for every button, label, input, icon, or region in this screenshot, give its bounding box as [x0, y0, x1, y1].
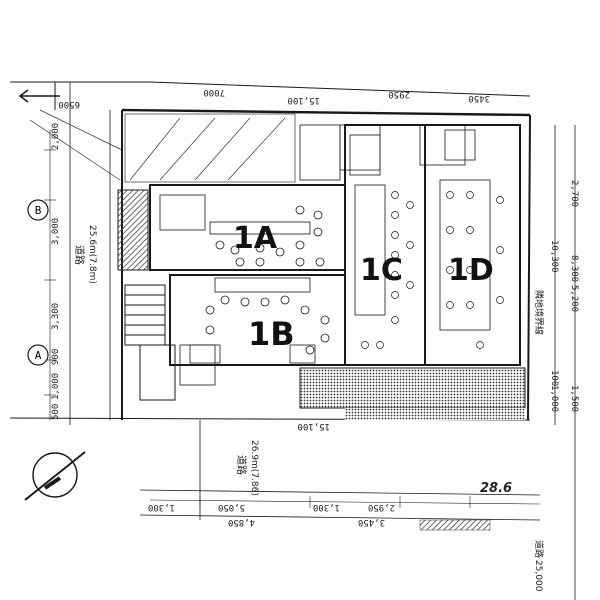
svg-text:B: B — [35, 204, 42, 217]
arrow-icon — [18, 82, 60, 110]
svg-text:7000: 7000 — [203, 87, 225, 97]
road-label-east: 隣地境界線 — [533, 290, 545, 335]
road-label-southeast: 道路 25,000 — [533, 540, 545, 592]
svg-text:2,000: 2,000 — [51, 123, 61, 150]
left-dimensions: 2,000 3,000 3,300 900 1,000 500 — [51, 123, 61, 420]
unit-label-1c: 1C — [360, 253, 403, 288]
svg-text:3,000: 3,000 — [51, 218, 61, 245]
svg-text:5,050: 5,050 — [218, 502, 245, 512]
svg-text:26.9m(7.86): 26.9m(7.86) — [249, 440, 259, 496]
svg-text:1,300: 1,300 — [148, 502, 175, 512]
top-dimensions: 6500 7000 15,100 2950 3450 — [58, 87, 490, 109]
bottom-band — [419, 519, 491, 531]
axis-marker-a: A — [27, 344, 49, 366]
unit-1b-area — [169, 274, 346, 366]
svg-text:5,200: 5,200 — [569, 285, 579, 312]
svg-text:500: 500 — [51, 404, 61, 420]
toilet-blocks — [179, 124, 466, 386]
frame — [9, 81, 576, 600]
svg-text:3,450: 3,450 — [358, 517, 385, 527]
svg-text:3,300: 3,300 — [51, 303, 61, 330]
svg-text:1,000: 1,000 — [51, 373, 61, 400]
svg-text:道路: 道路 — [533, 540, 545, 558]
svg-text:100: 100 — [549, 370, 559, 386]
svg-text:10,300: 10,300 — [549, 240, 559, 273]
svg-text:3450: 3450 — [468, 93, 490, 103]
unit-label-1d: 1D — [448, 253, 494, 288]
right-dimensions: 2,700 10,300 8,300 5,200 100 1,000 1,500 — [549, 180, 579, 412]
handwritten-value: 28.6 — [480, 481, 512, 496]
compass-icon — [24, 451, 86, 501]
svg-text:25.6m(7.8m): 25.6m(7.8m) — [87, 225, 97, 284]
unit-1c-area — [344, 124, 426, 366]
svg-text:900: 900 — [51, 349, 61, 365]
svg-text:2950: 2950 — [388, 89, 410, 99]
svg-text:1,000: 1,000 — [549, 385, 559, 412]
svg-text:8,300: 8,300 — [569, 255, 579, 282]
parking-zone — [29, 109, 296, 183]
svg-text:15,100: 15,100 — [297, 421, 330, 431]
pavement-strip — [299, 367, 526, 420]
svg-text:2,700: 2,700 — [569, 180, 579, 207]
svg-text:道路: 道路 — [235, 455, 248, 475]
svg-text:2,950: 2,950 — [368, 502, 395, 512]
unit-1d-area — [424, 124, 521, 366]
unit-label-1b: 1B — [248, 315, 295, 353]
road-label-south: 道路 26.9m(7.86) — [235, 440, 259, 496]
svg-text:道路: 道路 — [73, 245, 86, 265]
axis-marker-b: B — [27, 199, 49, 221]
bottom-dimensions: 15,100 1,300 5,050 1,300 2,950 4,850 3,4… — [148, 421, 395, 527]
svg-text:1,300: 1,300 — [313, 502, 340, 512]
svg-text:15,100: 15,100 — [287, 95, 320, 105]
svg-text:A: A — [35, 349, 42, 362]
svg-text:1,500: 1,500 — [569, 385, 579, 412]
svg-text:4,850: 4,850 — [228, 517, 255, 527]
svg-text:25,000: 25,000 — [533, 560, 543, 592]
unit-label-1a: 1A — [233, 221, 278, 256]
svg-text:6500: 6500 — [58, 99, 80, 109]
stair-block — [117, 189, 176, 401]
road-label-west: 道路 25.6m(7.8m) — [73, 225, 97, 284]
